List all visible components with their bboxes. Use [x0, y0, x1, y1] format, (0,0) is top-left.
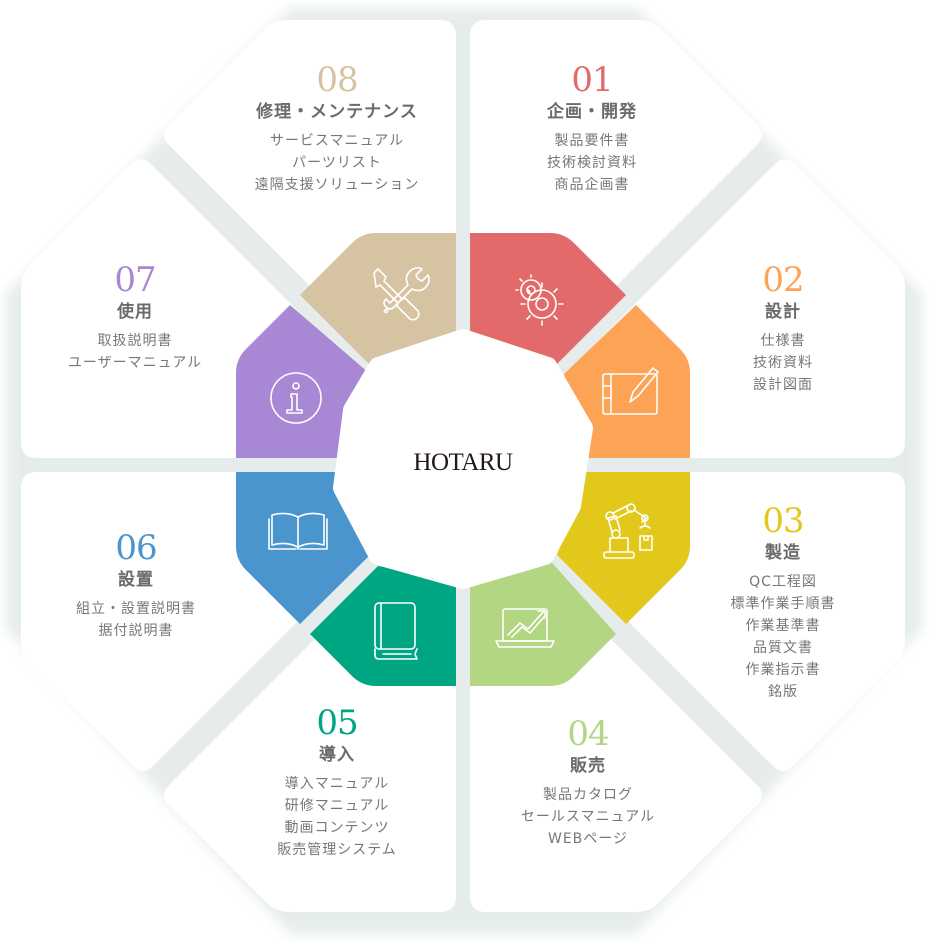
segment-item: 製品要件書 [554, 133, 630, 149]
segment-number: 04 [567, 714, 609, 754]
gears-icon [515, 274, 564, 326]
segment-item: 遠隔支援ソリューション [254, 177, 420, 193]
closed-book-icon [374, 602, 418, 660]
segment-title: 製造 [765, 543, 801, 563]
segment-item: 仕様書 [760, 333, 806, 349]
segment-items: サービスマニュアル パーツリスト 遠隔支援ソリューション [255, 130, 420, 196]
segment-title: 販売 [569, 756, 606, 776]
segment-title: 設計 [765, 302, 801, 322]
segment-item: 技術資料 [753, 355, 813, 371]
center-hub [333, 329, 593, 589]
wedge-03[interactable] [557, 472, 690, 624]
segment-item: 作業基準書 [745, 618, 821, 634]
segment-06-label: 06 設置 組立・設置説明書 据付説明書 [76, 530, 196, 642]
info-icon [270, 372, 322, 424]
inner-wedges [236, 233, 690, 686]
hotaru-logo: HOTARU [413, 449, 513, 476]
segment-item: 取扱説明書 [97, 333, 173, 349]
segment-title: 設置 [118, 570, 154, 590]
wedge-07[interactable] [236, 305, 370, 458]
wedge-01[interactable] [470, 233, 626, 366]
segment-item: 動画コンテンツ [284, 820, 390, 836]
segment-item: 導入マニュアル [284, 776, 390, 792]
segment-items: 導入マニュアル 研修マニュアル 動画コンテンツ 販売管理システム [277, 773, 397, 861]
segment-item: 品質文書 [753, 640, 813, 656]
wedge-02[interactable] [564, 305, 690, 458]
segment-number: 01 [571, 60, 613, 100]
segment-item: 研修マニュアル [284, 798, 390, 814]
wedge-04[interactable] [470, 555, 616, 686]
segment-03-label: 03 製造 QC工程図 標準作業手順書 作業基準書 品質文書 作業指示書 銘版 [731, 503, 836, 703]
segment-07-label: 07 使用 取扱説明書 ユーザーマニュアル [68, 262, 202, 374]
segment-item: QC工程図 [749, 574, 817, 590]
segment-item: 据付説明書 [98, 623, 174, 639]
segment-item: ユーザーマニュアル [67, 355, 203, 371]
segment-08-label: 08 修理・メンテナンス サービスマニュアル パーツリスト 遠隔支援ソリューショ… [255, 62, 420, 196]
wedge-05[interactable] [310, 566, 456, 686]
segment-number: 08 [316, 60, 358, 100]
segment-items: 組立・設置説明書 据付説明書 [76, 598, 196, 642]
wedge-08[interactable] [300, 233, 456, 366]
segment-number: 05 [316, 703, 358, 743]
segment-item: パーツリスト [292, 155, 382, 171]
drawing-tablet-icon [602, 367, 659, 415]
segment-01-label: 01 企画・開発 製品要件書 技術検討資料 商品企画書 [547, 62, 637, 196]
segment-item: 銘版 [768, 684, 798, 700]
segment-item: セールスマニュアル [520, 809, 656, 825]
wrench-screwdriver-icon [373, 267, 430, 321]
segment-item: 製品カタログ [542, 787, 633, 803]
segment-item: 商品企画書 [554, 177, 630, 193]
segment-item: 標準作業手順書 [730, 596, 836, 612]
segment-items: 製品要件書 技術検討資料 商品企画書 [547, 130, 637, 196]
segment-number: 02 [762, 260, 804, 300]
segment-item: 販売管理システム [277, 842, 397, 858]
wedge-06[interactable] [236, 472, 370, 624]
segment-title: 導入 [319, 745, 355, 765]
segment-item: 組立・設置説明書 [76, 601, 196, 617]
segment-item: 技術検討資料 [547, 155, 637, 171]
segment-02-label: 02 設計 仕様書 技術資料 設計図面 [753, 262, 813, 396]
segment-item: WEBページ [547, 831, 629, 847]
segment-title: 企画・開発 [547, 102, 637, 122]
open-book-icon [268, 512, 328, 550]
segment-title: 修理・メンテナンス [256, 102, 418, 122]
segment-title: 使用 [117, 302, 153, 322]
segment-items: 取扱説明書 ユーザーマニュアル [68, 330, 202, 374]
segment-item: 作業指示書 [745, 662, 821, 678]
segment-item: サービスマニュアル [269, 133, 405, 149]
laptop-growth-chart-icon [495, 608, 555, 648]
segment-items: QC工程図 標準作業手順書 作業基準書 品質文書 作業指示書 銘版 [731, 571, 836, 703]
segment-items: 製品カタログ セールスマニュアル WEBページ [521, 784, 655, 850]
segment-04-label: 04 販売 製品カタログ セールスマニュアル WEBページ [521, 716, 655, 850]
segment-05-label: 05 導入 導入マニュアル 研修マニュアル 動画コンテンツ 販売管理システム [277, 705, 397, 861]
segment-number: 06 [115, 528, 157, 568]
robot-arm-icon [603, 503, 653, 559]
segment-item: 設計図面 [753, 377, 813, 393]
segment-number: 03 [762, 501, 804, 541]
segment-items: 仕様書 技術資料 設計図面 [753, 330, 813, 396]
segment-number: 07 [114, 260, 156, 300]
